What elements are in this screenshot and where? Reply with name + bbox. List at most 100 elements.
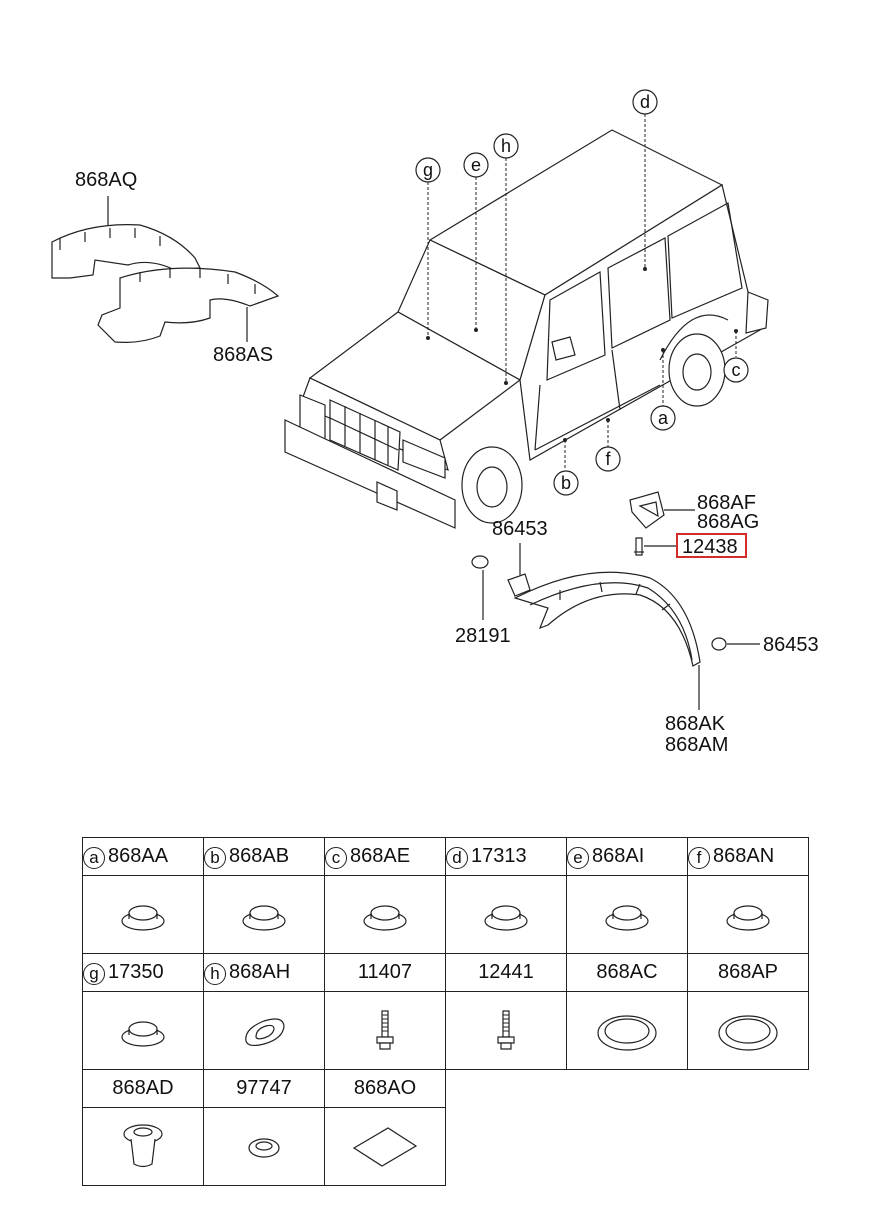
callout-letter-badge: c — [325, 846, 347, 869]
part-number[interactable]: 868AC — [596, 961, 658, 983]
callout-leaders — [426, 114, 738, 470]
parts-table-header-row: 868AD 97747 868AO — [82, 1069, 809, 1108]
label-86453-right: 86453 — [763, 634, 819, 656]
small-grommet-icon — [204, 1132, 324, 1162]
callout-letter-badge: h — [204, 962, 226, 985]
empty-cell — [446, 1108, 567, 1186]
part-image-cell — [566, 991, 688, 1070]
fender-liner-868AK — [513, 571, 701, 667]
part-image-cell — [82, 991, 204, 1070]
svg-text:e: e — [471, 155, 481, 175]
part-number[interactable]: 868AI — [592, 844, 645, 867]
label-868AQ: 868AQ — [75, 169, 137, 191]
part-image-cell — [203, 1107, 325, 1186]
clip-86453-top — [507, 543, 531, 597]
plug-icon — [567, 895, 687, 935]
part-image-cell — [203, 991, 325, 1070]
svg-text:c: c — [732, 360, 741, 380]
callout-letter-badge: a — [83, 846, 105, 869]
callout-letter-badge: b — [204, 846, 226, 869]
label-868AG: 868AG — [697, 511, 759, 533]
part-image-cell — [445, 991, 567, 1070]
part-number[interactable]: 868AE — [350, 844, 411, 867]
vehicle-illustration — [284, 129, 769, 529]
part-number[interactable]: 868AH — [229, 960, 291, 983]
part-number[interactable]: 12441 — [478, 961, 534, 983]
part-number[interactable]: 97747 — [236, 1077, 292, 1099]
empty-cell — [567, 1108, 688, 1186]
plug-icon — [325, 895, 445, 935]
part-number[interactable]: 868AA — [108, 844, 169, 867]
svg-text:b: b — [561, 473, 571, 493]
plug-icon — [83, 895, 203, 935]
bracket-868AF — [629, 491, 665, 529]
part-cell-header: 868AC — [566, 953, 688, 992]
callout-f: f — [595, 446, 621, 472]
part-image-cell — [687, 875, 809, 954]
part-number[interactable]: 868AN — [713, 844, 775, 867]
insulator-pad-868AS — [97, 267, 280, 343]
part-cell-header: 868AD — [82, 1069, 204, 1108]
bolt-28191 — [471, 555, 489, 620]
plug-icon — [204, 895, 324, 935]
part-cell-header: 868AP — [687, 953, 809, 992]
screw-12438 — [634, 537, 644, 556]
highlighted-part-12438[interactable] — [676, 533, 747, 558]
callout-d: d — [632, 89, 658, 115]
part-number[interactable]: 11407 — [357, 961, 413, 983]
callout-g: g — [415, 157, 441, 183]
callout-letter-badge: e — [567, 846, 589, 869]
nut-86453-right — [711, 637, 760, 651]
part-cell-header: 12441 — [445, 953, 567, 992]
label-28191: 28191 — [455, 625, 511, 647]
parts-table-image-row — [82, 1107, 809, 1186]
pad-icon — [325, 1124, 445, 1170]
part-number[interactable]: 868AD — [112, 1077, 174, 1099]
part-number[interactable]: 868AP — [717, 961, 779, 983]
callout-b: b — [553, 470, 579, 496]
bolt-icon — [325, 1009, 445, 1053]
part-image-cell — [324, 1107, 446, 1186]
label-868AF: 868AF — [697, 492, 756, 514]
part-image-cell — [203, 875, 325, 954]
part-image-cell — [82, 1107, 204, 1186]
callout-e: e — [463, 152, 489, 178]
part-image-cell — [445, 875, 567, 954]
plug-icon — [446, 895, 566, 935]
svg-text:f: f — [605, 449, 611, 469]
part-number[interactable]: 17313 — [471, 844, 527, 867]
callout-a: a — [650, 405, 676, 431]
svg-text:a: a — [658, 408, 669, 428]
callout-h: h — [493, 133, 519, 159]
flat-grommet-icon — [688, 1009, 808, 1053]
plug-icon — [688, 895, 808, 935]
svg-text:d: d — [640, 92, 650, 112]
svg-text:h: h — [501, 136, 511, 156]
parts-table-image-row — [82, 991, 809, 1070]
part-image-cell — [324, 875, 446, 954]
svg-text:g: g — [423, 160, 433, 180]
part-number[interactable]: 17350 — [108, 960, 164, 983]
label-12438: 12438 — [682, 536, 738, 558]
oval-grommet-icon — [204, 1011, 324, 1051]
highlight-label-layer: 12438 — [682, 536, 738, 558]
callout-letter-badge: f — [688, 846, 710, 869]
part-image-cell — [687, 991, 809, 1070]
part-number[interactable]: 868AB — [229, 844, 290, 867]
part-number[interactable]: 868AO — [353, 1077, 417, 1099]
part-image-cell — [82, 875, 204, 954]
bolt-icon — [446, 1009, 566, 1053]
part-cell-header: 11407 — [324, 953, 446, 992]
flat-grommet-icon — [567, 1009, 687, 1053]
plug-icon — [83, 1011, 203, 1051]
empty-cell — [567, 1070, 688, 1108]
part-cell-header: 97747 — [203, 1069, 325, 1108]
